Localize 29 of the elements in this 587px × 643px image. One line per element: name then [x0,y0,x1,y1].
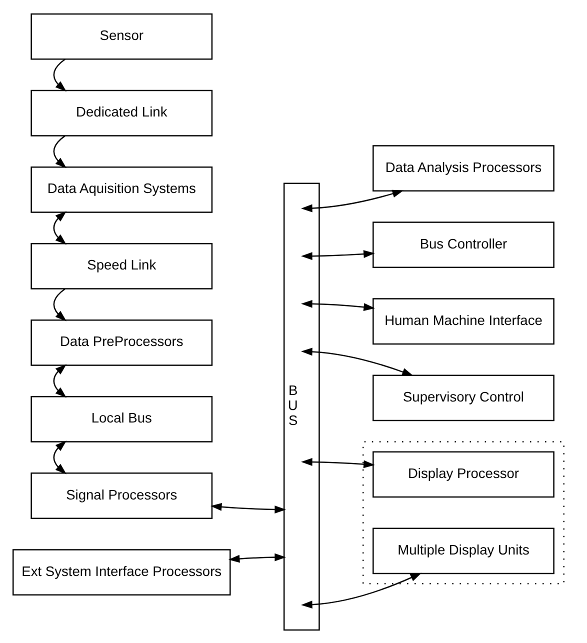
node-box: Signal Processors [30,472,213,518]
arrow [53,210,67,244]
node-box: Multiple Display Units [372,527,554,574]
arrow [53,364,67,398]
arrow [301,189,404,212]
arrow [53,58,66,92]
node-box: Ext System Interface Processors [12,548,231,595]
arrow [301,250,375,260]
node-box: Data Analysis Processors [372,144,554,192]
arrow [301,347,414,376]
arrow [228,552,286,562]
node-box: Bus Controller [372,221,554,268]
arrow [301,457,375,468]
arrow [210,502,286,513]
node-box: Local Bus [30,396,213,442]
node-box: Display Processor [372,450,554,498]
node-box: Dedicated Link [30,89,213,136]
node-box: B U S [283,182,320,630]
node-box: Data Aquisition Systems [30,166,213,212]
arrow [53,440,67,474]
node-box: Sensor [30,12,213,60]
arrow [53,288,66,321]
node-box: Data PreProcessors [30,319,213,366]
node-box: Speed Link [30,242,213,289]
arrow [301,572,422,608]
node-box: Human Machine Interface [372,298,554,344]
node-box: Supervisory Control [372,374,554,421]
arrow [53,134,66,168]
arrow [301,299,375,311]
